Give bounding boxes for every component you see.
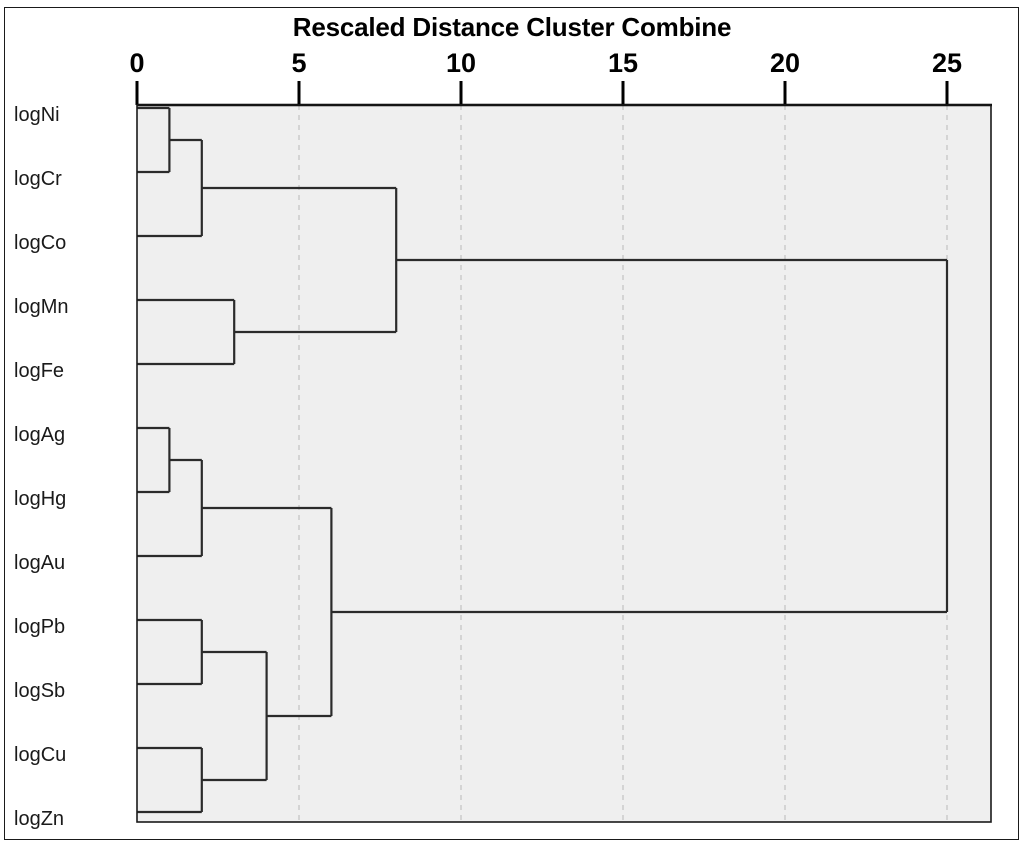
x-axis-group bbox=[135, 81, 992, 107]
x-tick-label-5: 5 bbox=[291, 48, 306, 78]
chart-title: Rescaled Distance Cluster Combine bbox=[292, 12, 732, 42]
x-tick-label-15: 15 bbox=[608, 48, 638, 78]
leaf-label-logCo: logCo bbox=[14, 232, 66, 254]
leaf-label-logFe: logFe bbox=[14, 360, 64, 382]
x-tick-label-10: 10 bbox=[446, 48, 476, 78]
dendrogram-tree-group bbox=[137, 106, 949, 814]
leaf-label-logAg: logAg bbox=[14, 424, 65, 446]
leaf-label-logAu: logAu bbox=[14, 552, 65, 574]
x-tick-label-0: 0 bbox=[129, 48, 144, 78]
leaf-label-logCu: logCu bbox=[14, 744, 66, 766]
x-tick-label-20: 20 bbox=[770, 48, 800, 78]
leaf-label-logHg: logHg bbox=[14, 488, 66, 510]
leaf-label-logPb: logPb bbox=[14, 616, 65, 638]
leaf-label-logSb: logSb bbox=[14, 680, 65, 702]
leaf-labels-group: logNi logCr logCo logMn logFe logAg logHg logAu… bbox=[14, 104, 68, 830]
leaf-label-logCr: logCr bbox=[14, 168, 62, 190]
x-tick-labels-group: 0 5 10 15 20 25 bbox=[129, 48, 962, 78]
plot-background-group bbox=[137, 105, 991, 822]
plot-frame bbox=[136, 104, 992, 823]
x-tick-label-25: 25 bbox=[932, 48, 962, 78]
leaf-label-logNi: logNi bbox=[14, 104, 60, 126]
leaf-label-logMn: logMn bbox=[14, 296, 68, 318]
plot-frame-group bbox=[136, 104, 992, 823]
plot-area-background bbox=[137, 105, 991, 822]
leaf-label-logZn: logZn bbox=[14, 808, 64, 830]
